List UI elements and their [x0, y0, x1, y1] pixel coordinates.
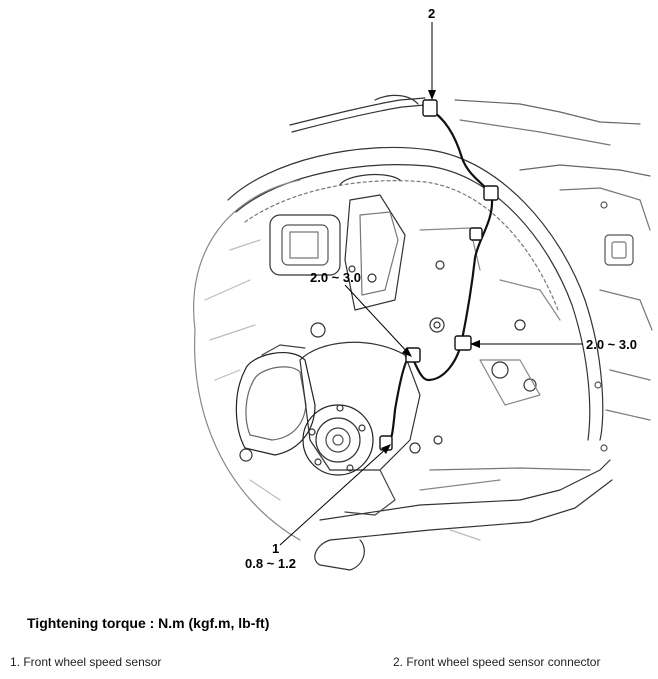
label-part-2: 2 — [428, 6, 435, 21]
legend-item-connector: 2. Front wheel speed sensor connector — [393, 655, 601, 669]
torque-caption: Tightening torque : N.m (kgf.m, lb-ft) — [27, 615, 270, 631]
label-torque-upper-left: 2.0 ~ 3.0 — [310, 270, 361, 285]
wheel-speed-sensor-diagram: 2 2.0 ~ 3.0 2.0 ~ 3.0 1 0.8 ~ 1.2 — [193, 6, 653, 571]
connector-clip — [422, 99, 438, 117]
wheel-well-circle — [193, 179, 301, 331]
sensor-cable — [386, 106, 494, 447]
label-torque-right: 2.0 ~ 3.0 — [586, 337, 637, 352]
strut — [344, 194, 406, 311]
strut-mount-bracket — [269, 214, 341, 276]
leader-torque-upper-left — [344, 284, 411, 356]
sensor-bracket-upper — [405, 347, 421, 363]
brake-caliper — [235, 351, 316, 456]
leader-part-1 — [279, 446, 389, 546]
fender-liner-outer — [227, 146, 604, 441]
label-part-1: 1 — [272, 541, 279, 556]
legend-item-sensor: 1. Front wheel speed sensor — [10, 655, 162, 669]
lower-control-arm — [319, 459, 611, 521]
steering-knuckle — [299, 341, 421, 471]
fender-liner-inner — [235, 164, 591, 441]
wheel-hub — [302, 404, 374, 476]
sensor-bracket-right — [454, 335, 472, 351]
label-torque-sensor: 0.8 ~ 1.2 — [245, 556, 296, 571]
